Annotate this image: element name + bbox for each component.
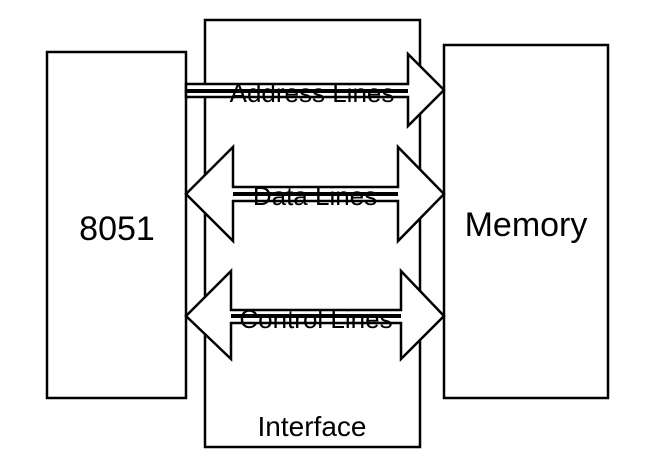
control-lines-label: Control Lines (239, 304, 392, 334)
data-lines-connection: Data Lines (184, 143, 446, 245)
control-lines-connection: Control Lines (184, 267, 446, 363)
address-lines-connection: Address Lines (184, 50, 446, 130)
address-lines-label: Address Lines (230, 78, 395, 108)
interface-label: Interface (258, 411, 367, 442)
memory-block (442, 43, 610, 400)
cpu-block (45, 50, 188, 400)
cpu-label: 8051 (79, 210, 155, 248)
memory-label: Memory (465, 206, 588, 244)
data-lines-label: Data Lines (253, 181, 377, 211)
